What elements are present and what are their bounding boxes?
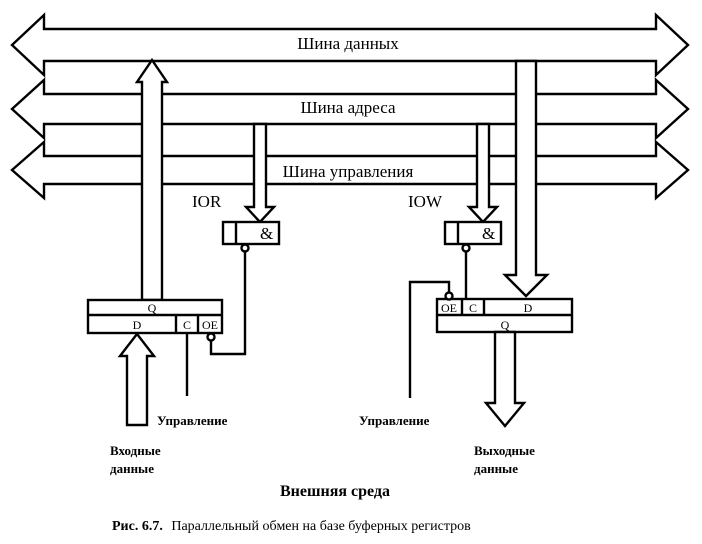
ior-enable-wire — [209, 252, 247, 356]
output-control-line — [408, 280, 451, 398]
address-bus-label: Шина адреса — [300, 98, 396, 117]
output-register-q: Q — [501, 318, 510, 332]
output-data-label-line1: Выходные — [474, 443, 535, 458]
input-register-d: D — [133, 318, 142, 332]
and-gate-left-inverter — [240, 243, 250, 253]
control-label-right: Управление — [359, 413, 430, 428]
and-gate-right-inverter — [461, 243, 471, 253]
input-register-c: C — [183, 318, 191, 332]
input-data-label-line1: Входные — [110, 443, 161, 458]
output-data-arrow — [483, 330, 527, 428]
and-gate-right: & — [443, 220, 503, 253]
iow-label: IOW — [408, 192, 443, 211]
output-register-oe: OE — [441, 301, 457, 315]
address-bus: Шина адреса — [10, 77, 690, 141]
output-register: OE C D Q — [435, 291, 574, 334]
figure-caption-text: Параллельный обмен на базе буферных реги… — [171, 519, 471, 534]
iow-strobe-arrow — [466, 122, 500, 224]
control-bus: Шина управления — [10, 139, 690, 201]
output-register-c: C — [469, 301, 477, 315]
external-environment-label: Внешняя среда — [280, 483, 390, 500]
data-bus-label: Шина данных — [297, 34, 399, 53]
figure-caption-number: Рис. 6.7. — [112, 519, 163, 534]
output-register-d: D — [524, 301, 533, 315]
and-gate-right-symbol: & — [482, 224, 495, 243]
input-register-oe-inverter — [206, 332, 216, 342]
data-bus: Шина данных — [10, 12, 690, 78]
and-gate-left-symbol: & — [260, 224, 273, 243]
input-register-q: Q — [148, 301, 157, 315]
ior-strobe-arrow — [243, 122, 277, 224]
and-gate-left: & — [221, 220, 281, 253]
ior-label: IOR — [192, 192, 222, 211]
input-data-label-line2: данные — [110, 461, 154, 476]
control-bus-label: Шина управления — [283, 162, 414, 181]
input-register: Q D C OE — [86, 298, 224, 342]
figure-caption: Рис. 6.7. Параллельный обмен на базе буф… — [112, 519, 471, 534]
output-data-label-line2: данные — [474, 461, 518, 476]
control-label-left: Управление — [157, 413, 228, 428]
output-register-oe-inverter — [444, 291, 454, 301]
data-bus-to-output-arrow — [502, 59, 550, 298]
input-to-data-bus-arrow — [134, 57, 170, 302]
input-data-arrow — [117, 332, 157, 427]
input-register-oe: OE — [202, 318, 218, 332]
